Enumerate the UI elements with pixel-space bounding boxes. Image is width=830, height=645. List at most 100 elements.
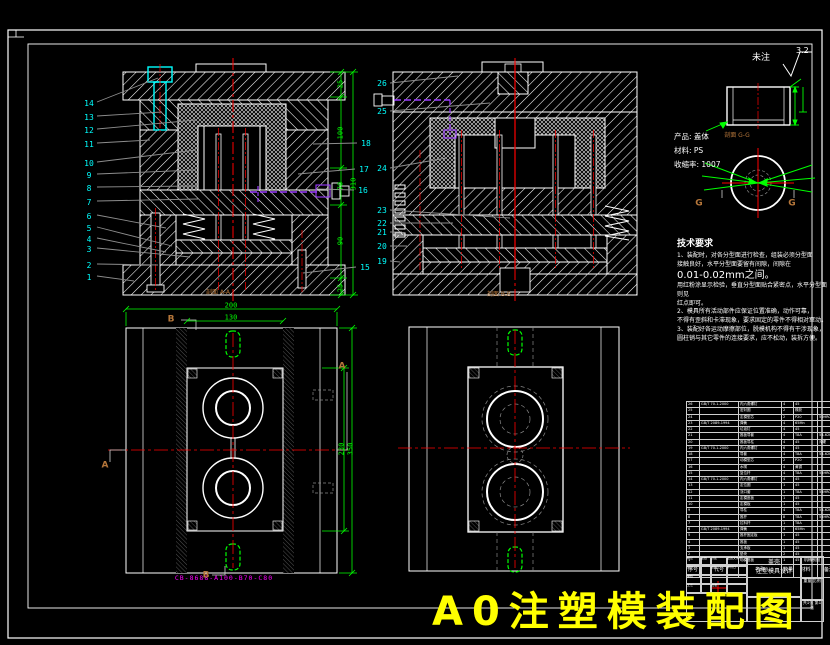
titleblock-small-cell: 分区	[710, 556, 728, 567]
balloon-label: 17	[359, 165, 369, 174]
titleblock-small-cell: 工艺	[686, 583, 702, 594]
balloon-label: 13	[84, 113, 94, 122]
dimension-label: 25	[336, 79, 345, 89]
balloon-label: 3	[86, 245, 92, 254]
tech-requirements-title: 技术要求	[677, 239, 714, 249]
dimension-label: 130	[224, 313, 238, 322]
titleblock-small-cell	[700, 583, 712, 594]
plan-view-left	[125, 327, 338, 574]
dimension-label: 350	[346, 442, 355, 456]
balloon-label: 23	[377, 206, 387, 215]
tech-requirement-line: 不得有歪斜和卡滞现象，要求固定的零件不得相对窜动。	[677, 317, 828, 325]
titleblock-small-cell: 设计	[686, 565, 702, 576]
bom-cell	[817, 425, 830, 434]
dim-lines-view3	[122, 305, 357, 577]
balloon-label: 8	[86, 184, 92, 193]
detail-part-view	[726, 83, 791, 129]
balloon-label: 9	[86, 171, 92, 180]
bom-cell: 58-62HRC	[817, 507, 830, 515]
balloon-label: 14	[84, 99, 94, 108]
detail-part-dims	[705, 78, 807, 132]
titleblock-small-cell: 年月日	[726, 565, 748, 576]
bom-cell	[817, 500, 830, 509]
tech-requirement-line: 用红粉涂显示检验，垂直分型面贴合紧密点，水平分型面则见	[677, 282, 828, 299]
bom-cell: 58-62HRC	[817, 432, 830, 440]
balloon-label: 26	[377, 79, 387, 88]
balloon-label: 7	[86, 198, 92, 207]
bom-header-cell: 数量	[781, 563, 794, 578]
balloon-label: 10	[84, 159, 94, 168]
section-label: 剖面 A-A	[205, 289, 231, 296]
product-info-line: 收缩率: 1007	[674, 159, 721, 169]
dimension-label: 25	[336, 283, 345, 293]
dim-chain-view1	[330, 68, 358, 299]
section-label: 剖面 G-G	[724, 132, 750, 139]
balloon-label: 5	[86, 224, 92, 233]
titleblock-small-cell	[726, 574, 748, 585]
balloon-label: 21	[377, 228, 387, 237]
balloon-label: 11	[84, 140, 94, 149]
tech-requirement-line: 0.01-0.02mm之间。	[677, 270, 775, 282]
tech-requirement-line: 红点即可。	[677, 299, 708, 307]
detail-section-circle	[701, 148, 816, 218]
titleblock-small-cell: 标记	[686, 556, 702, 567]
section-letter: B	[202, 570, 210, 581]
balloon-label: 1	[86, 273, 92, 282]
tech-requirement-line: 接触良好，水平分型面要留有间隙，间隙在	[677, 260, 792, 268]
bom-header-cell: 材料	[793, 563, 818, 578]
balloon-label: 6	[86, 212, 92, 221]
bom-cell	[817, 444, 830, 453]
product-info-line: 材料: PS	[674, 145, 704, 155]
surface-finish-prefix: 未注	[752, 53, 771, 63]
bom-cell: 50HRC	[817, 413, 830, 421]
bom-cell	[817, 494, 830, 503]
titleblock-small-cell	[726, 583, 748, 594]
titleblock-project-name: 注塑模具设计	[755, 568, 792, 575]
titleblock-part-name: 盖壳	[767, 559, 780, 566]
dimension-label: 230	[337, 442, 346, 456]
balloon-label: 24	[377, 164, 387, 173]
balloon-label: 18	[361, 139, 371, 148]
plan-view-right	[408, 326, 620, 572]
section-label: 剖面 B-B	[486, 291, 512, 298]
section-letter: A	[101, 460, 109, 471]
bom-cell	[817, 407, 830, 415]
bom-cell	[817, 463, 830, 471]
section-letter: G	[695, 198, 703, 209]
titleblock-name-cell: 盖壳注塑模具设计	[746, 556, 802, 598]
dimension-label: 70	[336, 181, 345, 191]
titleblock-small-cell: 签名	[710, 565, 728, 576]
titleblock-right-cell: 机械制图	[800, 556, 824, 580]
dimension-label: 310	[349, 177, 358, 191]
titleblock-small-cell: 审核	[686, 574, 702, 585]
balloon-label: 25	[377, 107, 387, 116]
tech-requirement-line: 圆柱销与其它零件的连接要求，应不松动，装拆方便。	[677, 334, 822, 342]
balloon-leaders	[96, 75, 511, 282]
balloon-label: 15	[360, 263, 370, 272]
bom-cell	[817, 400, 830, 409]
balloon-label: 4	[86, 235, 92, 244]
balloon-label: 20	[377, 242, 387, 251]
bom-cell	[817, 482, 830, 490]
surface-finish-symbol	[782, 51, 812, 78]
section-letter: G	[788, 198, 796, 209]
tech-requirement-line: 2、模具所有活动部件应保证位置准确，动作可靠，	[677, 308, 813, 316]
titleblock-small-cell	[710, 574, 728, 585]
title-block: 标记处数分区更改文件号设计签名年月日审核工艺批准盖壳注塑模具设计机械制图重量 比…	[686, 556, 824, 622]
plan-right-centerlines	[398, 330, 630, 568]
dimension-label: 200	[224, 301, 238, 310]
titleblock-right-cell: 共1张 第1张	[800, 598, 824, 622]
